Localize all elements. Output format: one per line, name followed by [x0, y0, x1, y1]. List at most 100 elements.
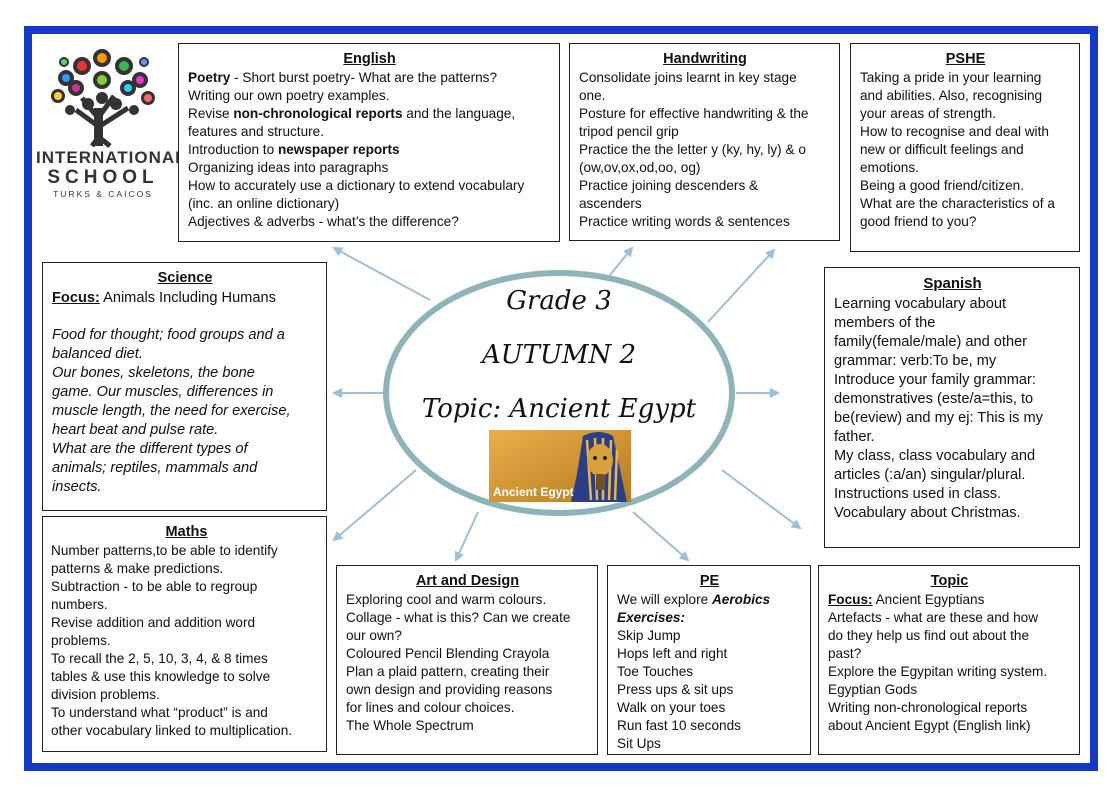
spanish-line: family(female/male) and other [834, 334, 1028, 350]
topic-line: do they help us find out about the [828, 628, 1030, 643]
english-title: English [343, 51, 396, 67]
arrow-pe [632, 511, 690, 562]
arrow-handwriting [609, 246, 634, 276]
art-line: our own? [346, 628, 402, 643]
spanish-title: Spanish [923, 275, 982, 292]
logo-line-1: INTERNATIONAL [36, 148, 187, 167]
maths-line: division problems. [51, 687, 160, 702]
handwriting-line: ascenders [579, 196, 642, 211]
art-line: Coloured Pencil Blending Crayola [346, 646, 550, 661]
logo-line-3: TURKS & CAICOS [53, 189, 153, 199]
handwriting-line: tripod pencil grip [579, 124, 679, 139]
pe-exercises-label: Exercises: [617, 610, 686, 625]
pe-exercise: Run fast 10 seconds [617, 718, 741, 733]
handwriting-box: Handwriting Consolidate joins learnt in … [569, 43, 840, 241]
tree-icon [51, 49, 155, 148]
spanish-line: Introduce your family grammar: [834, 372, 1036, 388]
pe-exercise: Sit Ups [617, 736, 661, 751]
science-title: Science [157, 270, 213, 286]
english-line-7: How to accurately use a dictionary to ex… [188, 178, 525, 193]
science-line: Food for thought; food groups and a [52, 327, 285, 343]
pe-title: PE [699, 573, 720, 589]
image-caption: Ancient Egypt [493, 485, 574, 499]
pshe-line: Taking a pride in your learning [860, 70, 1042, 85]
english-line-9: Adjectives & adverbs - what’s the differ… [188, 214, 459, 229]
pe-exercise: Toe Touches [617, 664, 694, 679]
maths-box: Maths Number patterns,to be able to iden… [42, 516, 327, 752]
handwriting-title: Handwriting [663, 51, 747, 67]
pshe-line: emotions. [860, 160, 919, 175]
spanish-line: My class, class vocabulary and [834, 448, 1036, 464]
topic-label: Topic: Ancient Egypt [421, 394, 697, 424]
english-line-6: Organizing ideas into paragraphs [188, 160, 389, 175]
spanish-line: Learning vocabulary about [834, 296, 1007, 312]
topic-line: Explore the Egypitan writing system. [828, 664, 1048, 679]
pshe-box: PSHE Taking a pride in your learning and… [850, 43, 1080, 252]
science-focus-text: Animals Including Humans [99, 290, 276, 306]
english-line-3b: non-chronological reports [233, 106, 403, 121]
science-line: What are the different types of [52, 441, 248, 457]
art-line: Plan a plaid pattern, creating their [346, 664, 550, 679]
art-title: Art and Design [415, 573, 520, 589]
arrow-topic [721, 469, 802, 530]
pe-exercise: Hops left and right [617, 646, 728, 661]
art-line: The Whole Spectrum [346, 718, 474, 733]
spanish-line: articles (:a/an) singular/plural. [834, 467, 1026, 483]
pshe-line: new or difficult feelings and [860, 142, 1024, 157]
topic-line: Egyptian Gods [828, 682, 918, 697]
topic-line: about Ancient Egypt (English link) [828, 718, 1031, 733]
maths-line: Number patterns,to be able to identify [51, 543, 278, 558]
term-label: AUTUMN 2 [481, 340, 637, 370]
spanish-line: demonstratives (este/a=this, to [834, 391, 1034, 407]
arrow-pshe [707, 248, 776, 323]
english-line-5a: Introduction to [188, 142, 278, 157]
science-box: Science Focus: Animals Including Humans … [42, 262, 327, 511]
handwriting-line: one. [579, 88, 606, 103]
ancient-egypt-image: Ancient Egypt [489, 430, 631, 502]
english-line-5b: newspaper reports [277, 142, 400, 157]
topic-line: past? [828, 646, 862, 661]
school-logo: INTERNATIONAL SCHOOL TURKS & CAICOS [36, 38, 187, 208]
maths-line: patterns & make predictions. [51, 561, 224, 576]
english-line-1: - Short burst poetry- What are the patte… [230, 70, 498, 85]
pshe-line: What are the characteristics of a [860, 196, 1055, 211]
spanish-line: Instructions used in class. [834, 486, 1002, 502]
spanish-line: Vocabulary about Christmas. [834, 505, 1021, 521]
maths-line: Subtraction - to be able to regroup [51, 579, 258, 594]
handwriting-line: Posture for effective handwriting & the [579, 106, 809, 121]
english-line-2: Writing our own poetry examples. [188, 88, 390, 103]
topic-title: Topic [930, 573, 969, 589]
science-line: insects. [52, 479, 102, 495]
art-box: Art and Design Exploring cool and warm c… [336, 565, 598, 755]
english-box: English Poetry - Short burst poetry- Wha… [178, 43, 560, 242]
maths-line: To recall the 2, 5, 10, 3, 4, & 8 times [51, 651, 268, 666]
art-line: Collage - what is this? Can we create [346, 610, 571, 625]
art-line: for lines and colour choices. [346, 700, 515, 715]
maths-title: Maths [165, 524, 208, 540]
science-line: muscle length, the need for exercise, [52, 403, 291, 419]
topic-focus-label: Focus: [828, 592, 873, 607]
maths-line: other vocabulary linked to multiplicatio… [51, 723, 293, 738]
spanish-line: members of the [834, 315, 936, 331]
topic-box: Topic Focus: Ancient Egyptians Artefacts… [818, 565, 1080, 755]
pshe-line: How to recognise and deal with [860, 124, 1049, 139]
pharaoh-mask-icon [571, 432, 627, 502]
handwriting-line: Consolidate joins learnt in key stage [579, 70, 797, 85]
art-line: Exploring cool and warm colours. [346, 592, 547, 607]
handwriting-line: Practice the the letter y (ky, hy, ly) &… [579, 142, 806, 157]
pe-intro: We will explore [617, 592, 712, 607]
handwriting-line: (ow,ov,ox,od,oo, og) [579, 160, 701, 175]
spanish-line: father. [834, 429, 875, 445]
english-line-3a: Revise [188, 106, 234, 121]
maths-line: To understand what “product” is and [51, 705, 268, 720]
logo-line-2: SCHOOL [47, 167, 159, 188]
pshe-title: PSHE [945, 51, 986, 67]
pshe-line: and abilities. Also, recognising [860, 88, 1043, 103]
pe-aerobics: Aerobics [711, 592, 771, 607]
maths-line: problems. [51, 633, 111, 648]
spanish-line: be(review) and my ej: This is my [834, 410, 1043, 426]
pe-box: PE We will explore Aerobics Exercises: S… [607, 565, 811, 755]
pe-exercise: Skip Jump [617, 628, 681, 643]
topic-focus-text: Ancient Egyptians [872, 592, 985, 607]
spanish-line: grammar: verb:To be, my [834, 353, 997, 369]
